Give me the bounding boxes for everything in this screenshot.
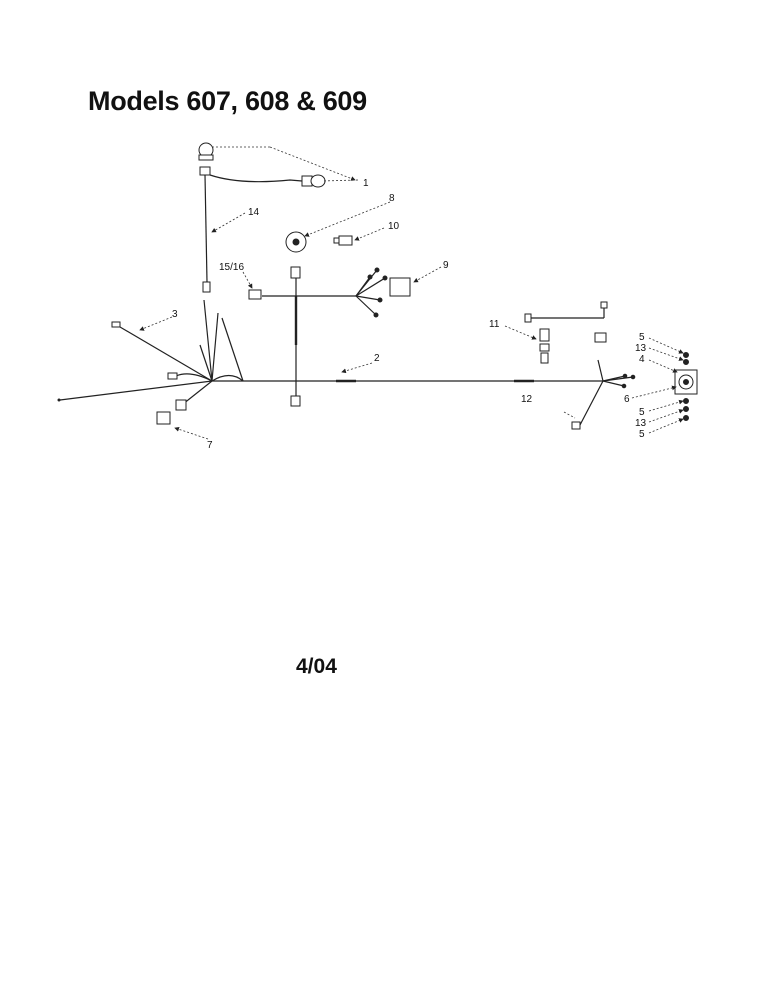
callout-6: 6 <box>624 394 630 405</box>
callout-3: 3 <box>172 309 178 320</box>
callout-8: 8 <box>389 193 395 204</box>
callout-14: 14 <box>248 207 260 218</box>
callout-4: 4 <box>639 354 645 365</box>
callout-5-mid: 5 <box>639 407 645 418</box>
callout-13-top: 13 <box>635 343 647 354</box>
callout-13-bottom: 13 <box>635 418 647 429</box>
callout-15-16: 15/16 <box>219 262 244 273</box>
callout-1: 1 <box>363 178 369 189</box>
callout-5-top: 5 <box>639 332 645 343</box>
ignition-branch <box>524 301 698 430</box>
module-part <box>389 277 411 297</box>
light-harness <box>198 142 326 293</box>
loose-parts <box>156 231 411 425</box>
page-title: Models 607, 608 & 609 <box>88 86 367 116</box>
callout-12: 12 <box>521 394 533 405</box>
leader-lines <box>139 146 684 440</box>
callout-5-bottom: 5 <box>639 429 645 440</box>
callout-9: 9 <box>443 260 449 271</box>
callout-10: 10 <box>388 221 400 232</box>
callout-11: 11 <box>489 319 500 330</box>
revision-date: 4/04 <box>296 655 337 678</box>
callout-labels: 1 14 8 10 9 15/16 3 2 11 12 7 5 13 4 6 5… <box>172 178 647 451</box>
relay-branch <box>248 266 388 407</box>
callout-2: 2 <box>374 353 380 364</box>
key-part <box>338 235 353 246</box>
main-harness <box>57 299 603 409</box>
callout-7: 7 <box>207 440 213 451</box>
light-plug-part <box>156 411 171 425</box>
